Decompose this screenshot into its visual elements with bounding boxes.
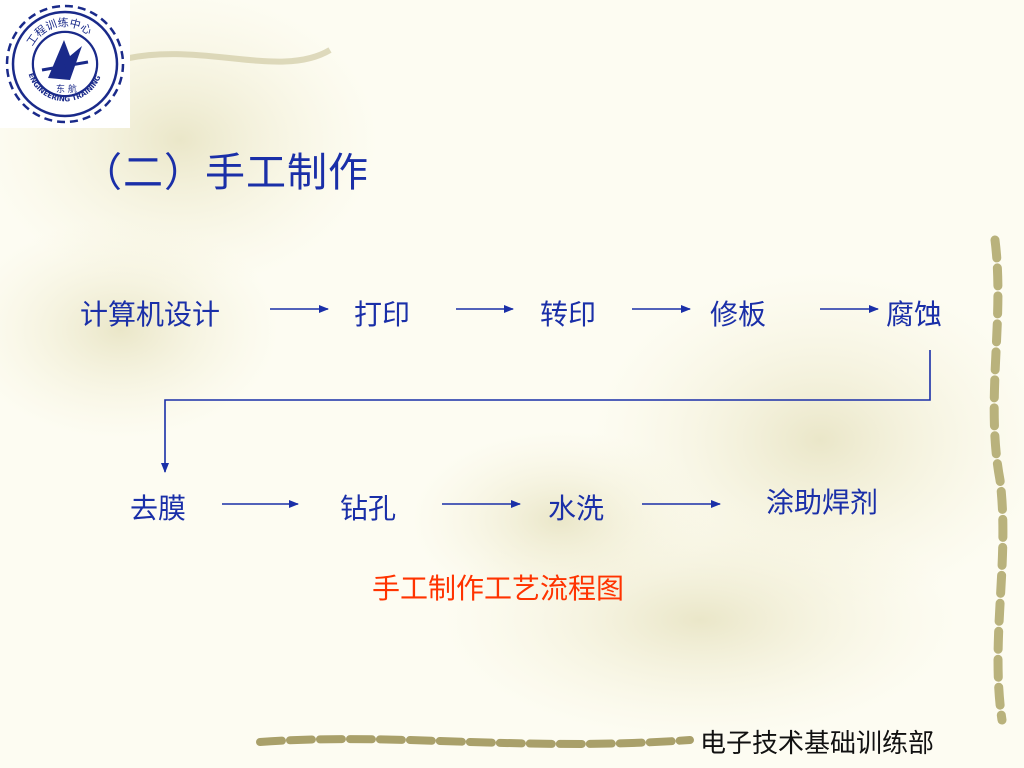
engineering-center-logo: 工程训练中心 ENGINEERING TRAINING CENTER 东 航 — [0, 0, 130, 128]
flow-step-9: 涂助焊剂 — [766, 486, 879, 519]
flow-step-6: 去膜 — [130, 492, 187, 525]
flow-step-8: 水洗 — [548, 492, 605, 525]
slide-title: （二）手工制作 — [82, 150, 369, 196]
flow-step-7: 钻孔 — [340, 492, 397, 525]
flow-step-4: 修板 — [710, 298, 767, 331]
diagram-caption: 手工制作工艺流程图 — [372, 572, 625, 605]
flow-step-1: 计算机设计 — [80, 298, 221, 331]
flow-step-3: 转印 — [540, 298, 597, 331]
flow-step-5: 腐蚀 — [886, 298, 943, 331]
department-footer: 电子技术基础训练部 — [700, 729, 935, 759]
flow-step-2: 打印 — [354, 298, 411, 331]
svg-text:东 航: 东 航 — [56, 83, 77, 95]
gear-seal-icon: 工程训练中心 ENGINEERING TRAINING CENTER 东 航 — [0, 0, 125, 124]
